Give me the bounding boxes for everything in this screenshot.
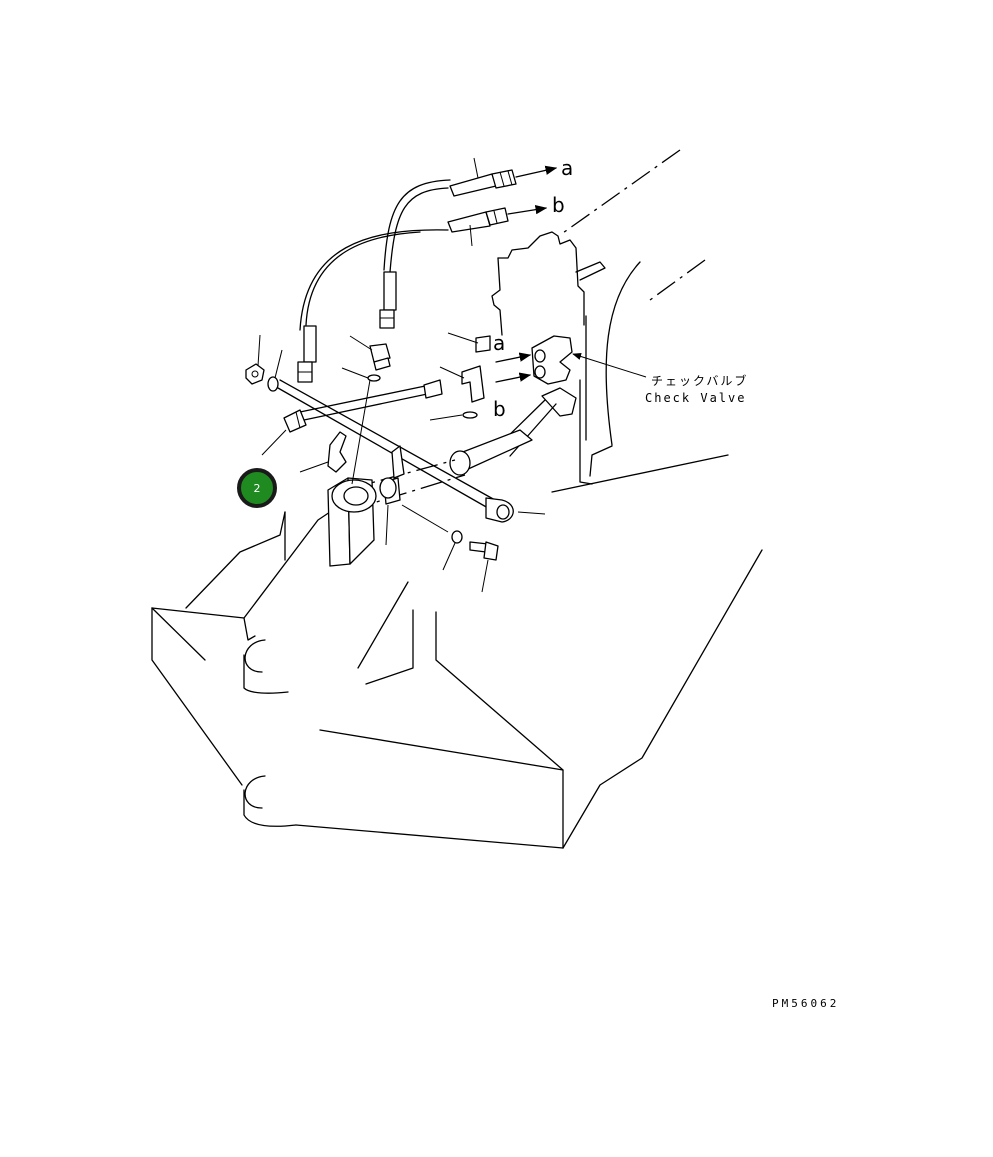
small-parts <box>245 335 577 567</box>
hose-fittings <box>283 169 517 433</box>
leader-lines <box>257 157 546 593</box>
callout-number[interactable]: 2 <box>254 482 261 495</box>
callout-circle[interactable] <box>237 468 277 508</box>
port-b-valve-label: b <box>493 397 506 421</box>
check-valve-jp-label: チェックバルブ <box>651 373 748 388</box>
part-callout-2[interactable]: 2 <box>237 468 277 508</box>
check-valve-en-label: Check Valve <box>645 391 746 405</box>
port-b-top-label: b <box>552 193 565 217</box>
drawing-code: PM56062 <box>772 997 839 1010</box>
frame-structure <box>151 149 763 849</box>
port-a-valve-label: a <box>493 331 505 355</box>
flow-arrows <box>495 165 647 383</box>
port-a-top-label: a <box>561 156 573 180</box>
hose-lines <box>277 179 496 509</box>
